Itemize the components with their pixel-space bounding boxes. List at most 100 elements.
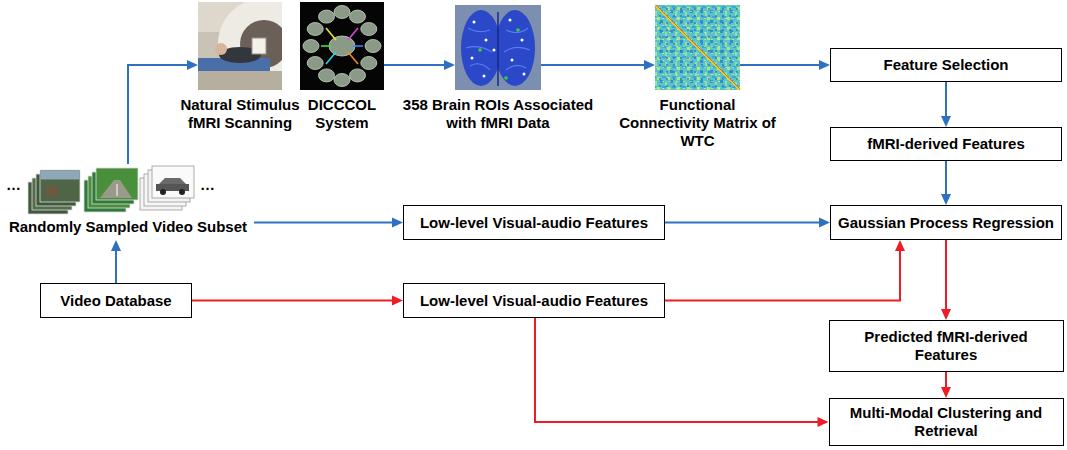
illustration-part [159, 178, 186, 184]
flow-arrow [254, 218, 403, 228]
illustration-part [504, 47, 530, 52]
box-label: Low-level Visual-audio Features [420, 214, 648, 232]
flow-arrow [541, 60, 655, 70]
flow-arrow [384, 60, 455, 70]
process-box: Multi-Modal Clustering and Retrieval [829, 398, 1064, 446]
illustration-part [478, 48, 482, 52]
mri-scanner-photo [198, 2, 282, 90]
dicccol-system-image [300, 2, 384, 90]
illustration-part [215, 43, 227, 55]
arrow-line [945, 82, 947, 118]
illustration-part [656, 5, 740, 89]
brain-rois-image [455, 5, 541, 90]
illustration-part [466, 47, 492, 52]
illustration-part [319, 10, 335, 23]
arrow-head [941, 309, 951, 320]
flow-arrow [665, 218, 830, 228]
illustration-part [307, 57, 323, 70]
illustration-part [334, 6, 350, 19]
flow-arrow [740, 60, 830, 70]
arrow-line [384, 64, 446, 66]
arrow-head [392, 218, 403, 228]
arrow-line [541, 64, 646, 66]
illustration-part [348, 52, 358, 64]
illustration-part [473, 21, 476, 24]
illustration-part [96, 168, 138, 200]
box-label: Video Database [60, 292, 171, 310]
illustration-part [470, 64, 490, 70]
video-frames-image [28, 166, 194, 214]
arrow-line [535, 318, 820, 422]
ellipsis-mark: … [6, 176, 21, 194]
illustration-part [160, 189, 166, 195]
caption: 358 Brain ROIs Associated with fMRI Data [392, 96, 604, 132]
illustration-part [117, 184, 118, 196]
arrow-head [392, 296, 403, 306]
arrow-line [665, 222, 821, 224]
illustration-part [307, 23, 323, 36]
video-subset-node: Randomly Sampled Video Subset [2, 164, 254, 240]
illustration-part [84, 168, 138, 212]
arrow-line [740, 64, 821, 66]
arrow-head [644, 60, 655, 70]
flow-arrow [941, 82, 951, 127]
illustration-part [478, 28, 520, 80]
flow-arrow [665, 240, 905, 301]
illustration-part [483, 75, 486, 78]
illustration-part [455, 5, 541, 90]
illustration-part [471, 57, 474, 60]
illustration-part [321, 28, 363, 64]
illustration-part [300, 2, 384, 90]
illustration-part [40, 170, 80, 202]
illustration-part [521, 39, 524, 42]
illustration-part [41, 171, 80, 180]
arrow-line [115, 249, 117, 283]
illustration-part [179, 189, 185, 195]
illustration-part [511, 59, 514, 62]
illustration-part [303, 40, 319, 53]
arrow-line [945, 161, 947, 196]
arrow-head [941, 387, 951, 398]
illustration-part [252, 38, 266, 54]
arrow-head [819, 60, 830, 70]
process-box: Low-level Visual-audio Features [403, 283, 665, 318]
caption: Natural Stimulus fMRI Scanning [165, 96, 315, 132]
illustration-part [348, 28, 358, 40]
illustration-part [28, 170, 80, 214]
illustration-part [655, 5, 740, 90]
illustration-part [321, 45, 331, 47]
illustration-part [46, 186, 58, 196]
arrow-line [945, 372, 947, 389]
illustration-part [497, 12, 499, 86]
illustration-part [361, 23, 377, 36]
box-label: fMRI-derived Features [867, 135, 1025, 153]
box-label: Gaussian Process Regression [838, 214, 1054, 232]
illustration-part [506, 28, 528, 33]
brain-image-node: 358 Brain ROIs Associated with fMRI Data [455, 5, 541, 90]
arrow-head [941, 116, 951, 127]
box-label: Low-level Visual-audio Features [420, 292, 648, 310]
illustration-part [493, 49, 496, 52]
illustration-part [350, 69, 366, 82]
illustration-part [198, 71, 282, 90]
arrow-head [819, 218, 830, 228]
process-box: Feature Selection [830, 48, 1062, 82]
ellipsis-mark: … [200, 176, 215, 194]
box-label: Predicted fMRI-derived Features [835, 328, 1058, 364]
illustration-part [353, 45, 363, 47]
illustration-part [100, 180, 132, 198]
process-box: fMRI-derived Features [830, 127, 1062, 161]
illustration-part [471, 19, 526, 78]
scanner-image-node: Natural Stimulus fMRI Scanning [198, 2, 282, 90]
arrow-line [665, 249, 900, 301]
illustration-part [655, 5, 740, 90]
illustration-part [350, 10, 366, 23]
flow-arrow [941, 372, 951, 398]
illustration-part [334, 74, 350, 87]
illustration-part [466, 28, 530, 70]
arrow-head [818, 417, 829, 427]
illustration-part [319, 69, 335, 82]
arrow-head [444, 60, 455, 70]
arrow-head [187, 60, 198, 70]
